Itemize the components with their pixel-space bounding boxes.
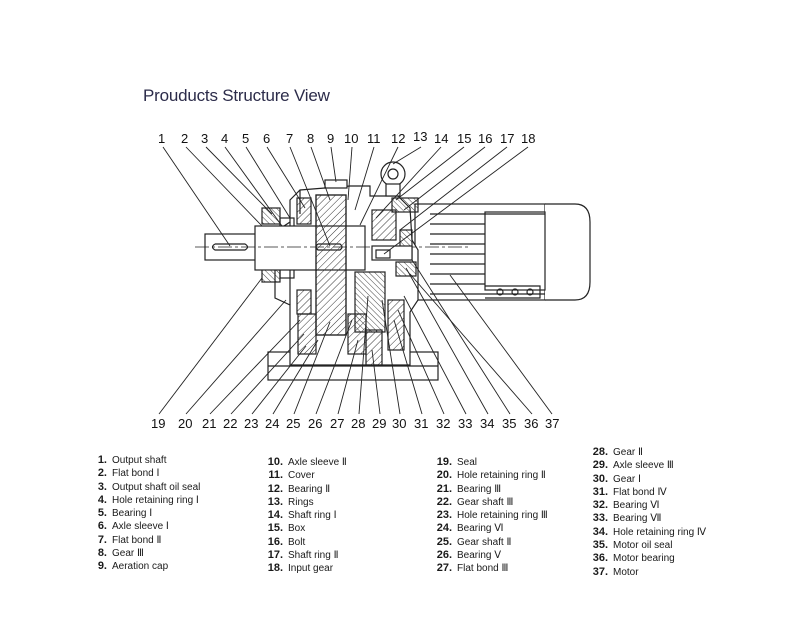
callout-19: 19 [151, 416, 165, 431]
callout-6: 6 [263, 131, 270, 146]
legend-column-4: 28.Gear Ⅱ 29.Axle sleeve Ⅲ 30.Gear Ⅰ 31.… [590, 446, 706, 579]
callout-16: 16 [478, 131, 492, 146]
legend-item: 33.Bearing Ⅶ [592, 512, 662, 525]
legend-column-2: 10.Axle sleeve Ⅱ 11.Cover 12.Bearing Ⅱ 1… [265, 456, 347, 576]
legend-column-1: 1.Output shaft 2.Flat bond Ⅰ 3.Output sh… [89, 454, 201, 574]
bottom-leaders [158, 259, 553, 415]
output-shaft-shape [195, 225, 470, 271]
legend-item: 29.Axle sleeve Ⅲ [592, 459, 674, 472]
callouts-top: 1 2 3 4 5 6 7 8 9 10 11 12 13 14 15 16 1… [158, 129, 535, 146]
legend-item: 20.Hole retaining ring Ⅱ [436, 469, 546, 482]
callout-20: 20 [178, 416, 192, 431]
legend-column-3: 19.Seal 20.Hole retaining ring Ⅱ 21.Bear… [434, 456, 548, 576]
callout-23: 23 [244, 416, 258, 431]
legend-item: 7.Flat bond Ⅱ [97, 533, 162, 546]
callout-3: 3 [201, 131, 208, 146]
callout-25: 25 [286, 416, 300, 431]
legend-item: 14.Shaft ring Ⅰ [267, 509, 337, 522]
callout-8: 8 [307, 131, 314, 146]
legend-item: 2.Flat bond Ⅰ [97, 467, 160, 480]
callout-13: 13 [413, 129, 427, 144]
callouts-bottom: 19 20 21 22 23 24 25 26 27 28 29 30 31 3… [151, 416, 559, 431]
legend-item: 27.Flat bond Ⅲ [436, 562, 509, 575]
legend-item: 4.Hole retaining ring Ⅰ [97, 493, 199, 506]
callout-27: 27 [330, 416, 344, 431]
legend-item: 37.Motor [592, 565, 639, 578]
legend-item: 26.Bearing Ⅴ [436, 549, 502, 562]
legend-item: 6.Axle sleeve Ⅰ [97, 520, 169, 533]
legend-item: 17.Shaft ring Ⅱ [267, 549, 339, 562]
callout-37: 37 [545, 416, 559, 431]
callout-33: 33 [458, 416, 472, 431]
legend-item: 24.Bearing Ⅵ [436, 522, 504, 535]
callout-26: 26 [308, 416, 322, 431]
callout-11: 11 [367, 131, 381, 146]
legend-item: 23.Hole retaining ring Ⅲ [436, 509, 548, 522]
legend-item: 34.Hole retaining ring Ⅳ [592, 525, 707, 538]
legend-item: 11.Cover [268, 469, 315, 482]
legend-item: 25.Gear shaft Ⅱ [436, 535, 512, 548]
callout-21: 21 [202, 416, 216, 431]
top-leaders [162, 146, 529, 255]
legend-item: 36.Motor bearing [592, 552, 675, 565]
legend-item: 13.Rings [267, 495, 314, 508]
callout-35: 35 [502, 416, 516, 431]
callout-15: 15 [457, 131, 471, 146]
callout-29: 29 [372, 416, 386, 431]
legend-item: 8.Gear Ⅲ [97, 547, 144, 560]
callout-1: 1 [158, 131, 165, 146]
legend-item: 28.Gear Ⅱ [592, 446, 643, 458]
callout-10: 10 [344, 131, 358, 146]
callout-32: 32 [436, 416, 450, 431]
legend-item: 15.Box [267, 522, 306, 535]
diagram-title: Prouducts Structure View [143, 86, 330, 105]
callout-12: 12 [391, 131, 405, 146]
callout-31: 31 [414, 416, 428, 431]
legend-item: 3.Output shaft oil seal [97, 480, 201, 493]
callout-36: 36 [524, 416, 538, 431]
callout-22: 22 [223, 416, 237, 431]
legend-item: 21.Bearing Ⅲ [436, 482, 502, 495]
legend-item: 1.Output shaft [97, 454, 167, 466]
legend-item: 32.Bearing Ⅵ [592, 499, 660, 512]
motor-shape [414, 203, 591, 301]
legend-item: 9.Aeration cap [97, 560, 169, 573]
legend-item: 18.Input gear [267, 562, 334, 575]
legend-item: 12.Bearing Ⅱ [267, 482, 331, 495]
drawing-body [195, 161, 591, 381]
callout-5: 5 [242, 131, 249, 146]
callout-24: 24 [265, 416, 279, 431]
callout-18: 18 [521, 131, 535, 146]
legend-item: 19.Seal [436, 456, 478, 468]
callout-30: 30 [392, 416, 406, 431]
callout-17: 17 [500, 131, 514, 146]
callout-28: 28 [351, 416, 365, 431]
legend-item: 35.Motor oil seal [592, 539, 673, 552]
callout-7: 7 [286, 131, 293, 146]
callout-4: 4 [221, 131, 228, 146]
lifting-ring-shape [380, 161, 406, 197]
legend-item: 22.Gear shaft Ⅲ [436, 495, 514, 508]
callout-34: 34 [480, 416, 494, 431]
legend-item: 30.Gear Ⅰ [592, 472, 641, 485]
callout-14: 14 [434, 131, 448, 146]
legend-item: 16.Bolt [267, 535, 306, 548]
callout-2: 2 [181, 131, 188, 146]
legend-item: 31.Flat bond Ⅳ [592, 485, 667, 498]
callout-9: 9 [327, 131, 334, 146]
legend-item: 10.Axle sleeve Ⅱ [267, 456, 347, 468]
legend-item: 5.Bearing Ⅰ [97, 507, 153, 520]
gear-large-shape [315, 194, 347, 336]
